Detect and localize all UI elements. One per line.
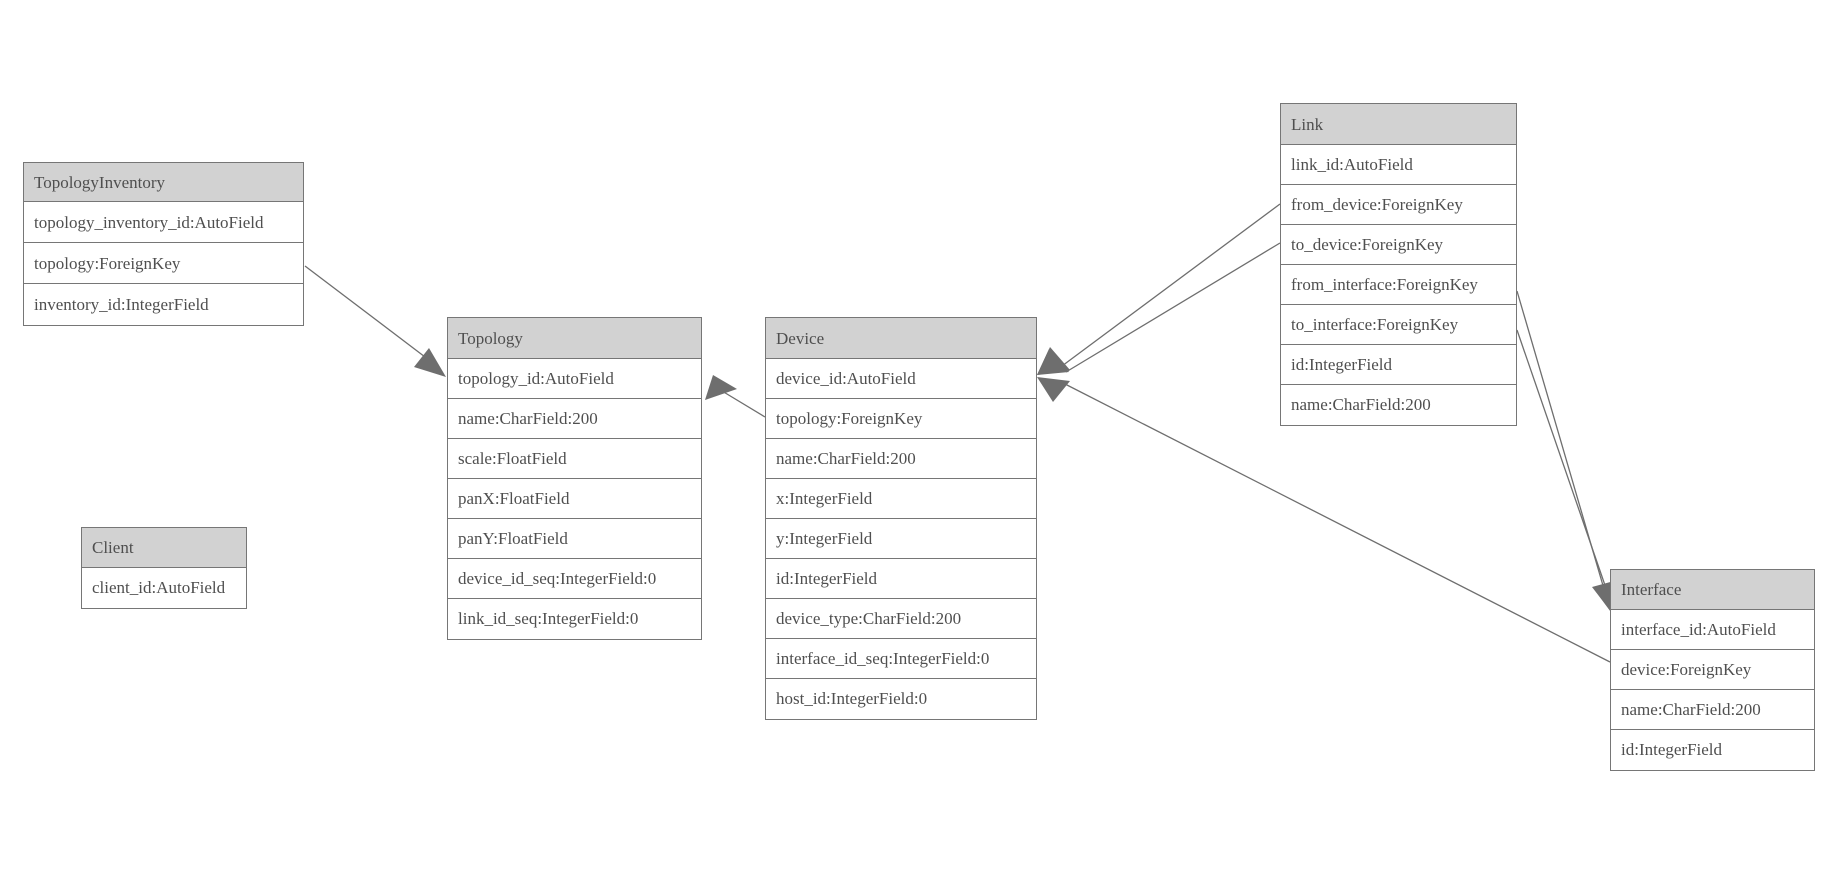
edge-link-to_interface — [1516, 329, 1609, 595]
field-row: topology_inventory_id:AutoField — [24, 202, 303, 243]
field-row: to_device:ForeignKey — [1281, 225, 1516, 265]
arrowhead-icon — [1037, 377, 1070, 402]
field-row: id:IntegerField — [766, 559, 1036, 599]
field-row: device_id:AutoField — [766, 359, 1036, 399]
field-row: inventory_id:IntegerField — [24, 284, 303, 325]
edge-link-from_interface — [1516, 290, 1605, 590]
field-row: topology:ForeignKey — [766, 399, 1036, 439]
field-row: name:CharField:200 — [1281, 385, 1516, 425]
edge-device-topology — [721, 390, 766, 418]
field-row: link_id:AutoField — [1281, 145, 1516, 185]
entity-title: Topology — [448, 318, 701, 359]
field-row: host_id:IntegerField:0 — [766, 679, 1036, 719]
entity-title: Client — [82, 528, 246, 568]
field-row: to_interface:ForeignKey — [1281, 305, 1516, 345]
field-row: name:CharField:200 — [766, 439, 1036, 479]
field-row: name:CharField:200 — [448, 399, 701, 439]
field-row: interface_id:AutoField — [1611, 610, 1814, 650]
arrowhead-icon — [1037, 349, 1069, 375]
edge-link-to_device — [1065, 242, 1281, 373]
entity-title: TopologyInventory — [24, 163, 303, 202]
entity-title: Link — [1281, 104, 1516, 145]
field-row: topology_id:AutoField — [448, 359, 701, 399]
arrowhead-icon — [705, 375, 737, 400]
field-row: panY:FloatField — [448, 519, 701, 559]
field-row: id:IntegerField — [1611, 730, 1814, 770]
entity-title: Device — [766, 318, 1036, 359]
field-row: topology:ForeignKey — [24, 243, 303, 284]
edge-link-from_device — [1061, 203, 1281, 367]
field-row: device_id_seq:IntegerField:0 — [448, 559, 701, 599]
field-row: device_type:CharField:200 — [766, 599, 1036, 639]
field-row: y:IntegerField — [766, 519, 1036, 559]
field-row: id:IntegerField — [1281, 345, 1516, 385]
field-row: scale:FloatField — [448, 439, 701, 479]
entity-title: Interface — [1611, 570, 1814, 610]
field-row: client_id:AutoField — [82, 568, 246, 608]
arrowhead-icon — [1037, 347, 1070, 375]
field-row: link_id_seq:IntegerField:0 — [448, 599, 701, 639]
field-row: name:CharField:200 — [1611, 690, 1814, 730]
field-row: interface_id_seq:IntegerField:0 — [766, 639, 1036, 679]
field-row: device:ForeignKey — [1611, 650, 1814, 690]
field-row: from_interface:ForeignKey — [1281, 265, 1516, 305]
field-row: x:IntegerField — [766, 479, 1036, 519]
edge-topologyinventory-topology — [304, 265, 430, 361]
arrowhead-icon — [414, 348, 446, 377]
field-row: from_device:ForeignKey — [1281, 185, 1516, 225]
field-row: panX:FloatField — [448, 479, 701, 519]
